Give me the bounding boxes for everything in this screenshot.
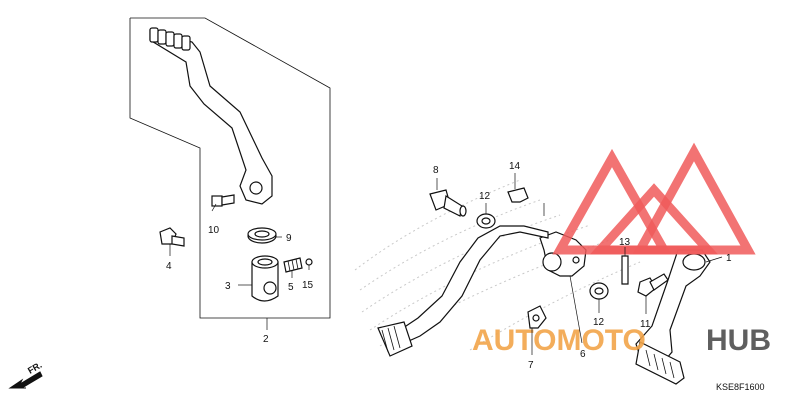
cotter-pin-13 [621, 255, 629, 285]
callout-8: 8 [433, 165, 439, 176]
bolt-11 [637, 273, 669, 297]
kick-starter-arm [149, 27, 273, 205]
callout-6: 6 [580, 349, 586, 360]
collar-12-lower [589, 282, 609, 300]
callout-12-upper: 12 [479, 191, 491, 202]
watermark-text-hub: HUB [706, 324, 771, 357]
front-direction-arrow: FR. [8, 360, 44, 389]
kick-pedal-grip [149, 27, 191, 51]
callouts: 1 2 3 4 5 6 7 8 9 10 11 12 12 13 14 15 [166, 161, 732, 371]
kick-starter-group-frame [129, 17, 331, 319]
watermark-logo: AUTOMOTO HUB [472, 142, 771, 357]
shift-pedal-tip [377, 321, 413, 357]
pivot-bolt-8 [429, 189, 467, 217]
callout-5: 5 [288, 282, 294, 293]
callout-4: 4 [166, 261, 172, 272]
diagram-code: KSE8F1600 [716, 382, 765, 392]
callout-7: 7 [528, 360, 534, 371]
collar-12-upper [476, 213, 496, 229]
callout-11: 11 [640, 319, 651, 330]
bolt-4 [159, 227, 185, 247]
watermark-text-automoto: AUTOMOTO [472, 324, 646, 357]
clip-14 [507, 187, 529, 203]
pin-15 [305, 258, 313, 266]
leader-lines [169, 173, 723, 355]
bolt-10 [211, 194, 235, 207]
spring-5 [283, 257, 303, 273]
callout-15: 15 [302, 280, 314, 291]
callout-3: 3 [225, 281, 231, 292]
arrow-icon [8, 371, 43, 389]
callout-1: 1 [726, 253, 732, 264]
pedal-arm-1 [635, 249, 711, 385]
callout-2: 2 [263, 334, 269, 345]
kick-spindle-3 [251, 255, 279, 302]
callout-13: 13 [619, 237, 631, 248]
callout-9: 9 [286, 233, 292, 244]
callout-12-lower: 12 [593, 317, 605, 328]
callout-10: 10 [208, 225, 220, 236]
callout-14: 14 [509, 161, 521, 172]
pivot-7 [527, 305, 547, 329]
pedal-tip-1 [635, 341, 685, 385]
oil-seal-9 [247, 227, 277, 244]
